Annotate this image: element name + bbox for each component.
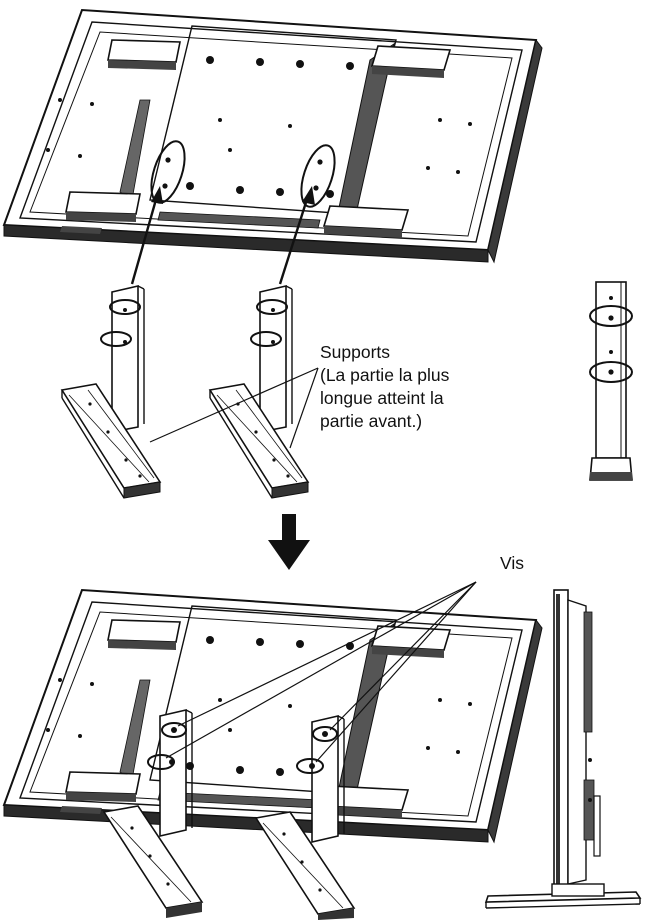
- installed-screw-highlight-right-lower: [296, 758, 324, 774]
- mount-hole-highlight-right: [300, 144, 336, 208]
- supports-label: Supports (La partie la plus longue attei…: [320, 341, 449, 433]
- screws-leader-line-4: [315, 581, 477, 763]
- stand-leg-left: [61, 285, 161, 499]
- front-view-hole-highlight-upper: [589, 305, 633, 327]
- screws-leader-line-2: [165, 581, 477, 759]
- stand-leg-right: [209, 285, 309, 499]
- stand-leg-front-view: [589, 281, 633, 481]
- leg-hole-highlight-left-upper: [109, 299, 141, 315]
- screws-label-text: Vis: [500, 553, 524, 573]
- installed-screw-highlight-left-lower: [147, 754, 175, 770]
- next-step-arrow: [268, 514, 310, 570]
- screws-label: Vis: [500, 552, 524, 575]
- leg-hole-highlight-right-lower: [250, 331, 282, 347]
- supports-label-note-line-2: longue atteint la: [320, 388, 444, 408]
- front-view-hole-highlight-lower: [589, 361, 633, 383]
- supports-leader-line-1: [149, 367, 319, 443]
- monitor-back-bottom: [3, 589, 543, 843]
- leg-hole-highlight-right-upper: [256, 299, 288, 315]
- screws-leader-line-1: [177, 581, 477, 727]
- screws-leader-line-3: [329, 581, 477, 731]
- leg-hole-highlight-left-lower: [100, 331, 132, 347]
- monitor-side-profile: [484, 589, 642, 909]
- insertion-arrow-left: [130, 186, 163, 285]
- installed-screw-highlight-right-upper: [312, 726, 338, 742]
- supports-label-note-line-3: partie avant.): [320, 411, 423, 431]
- supports-leader-line-2: [289, 367, 319, 449]
- insertion-arrow-right: [278, 186, 315, 285]
- installed-leg-right: [254, 714, 356, 920]
- installed-screw-highlight-left-upper: [161, 722, 187, 738]
- supports-label-note-line-1: (La partie la plus: [320, 365, 450, 385]
- monitor-back-top: [3, 9, 543, 263]
- supports-label-title: Supports: [320, 342, 391, 362]
- installed-leg-left: [102, 708, 204, 918]
